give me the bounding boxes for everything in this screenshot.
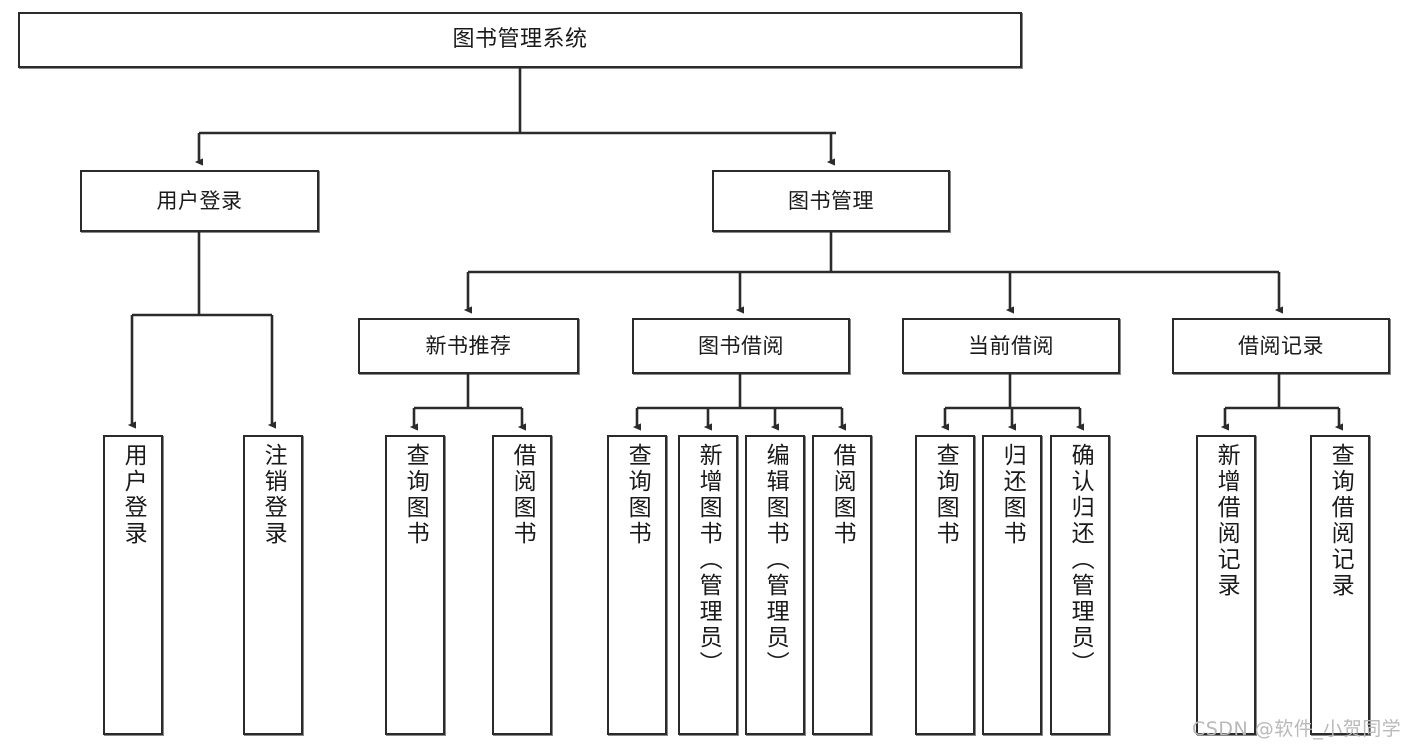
leaf-borrow-books-new-book[interactable]: 借阅图书 — [492, 435, 552, 735]
node-label: 查询图书 — [624, 443, 651, 547]
node-label: 图书管理系统 — [452, 27, 588, 53]
csdn-watermark: CSDN @软件_小贺同学 — [1192, 718, 1402, 740]
node-root-book-management-system[interactable]: 图书管理系统 — [18, 12, 1022, 68]
leaf-query-books-new-book[interactable]: 查询图书 — [385, 435, 445, 735]
leaf-edit-book-admin[interactable]: 编辑图书（管理员） — [745, 435, 805, 735]
node-label: 确认归还（管理员） — [1067, 443, 1094, 677]
node-label: 新增图书（管理员） — [695, 443, 722, 677]
leaf-borrow-books-borrowing[interactable]: 借阅图书 — [812, 435, 872, 735]
node-label: 新增借阅记录 — [1213, 443, 1240, 599]
leaf-return-books[interactable]: 归还图书 — [982, 435, 1042, 735]
leaf-confirm-return-admin[interactable]: 确认归还（管理员） — [1050, 435, 1110, 735]
node-label: 用户登录 — [120, 443, 147, 547]
node-label: 当前借阅 — [968, 333, 1054, 358]
node-label: 借阅图书 — [509, 443, 536, 547]
leaf-query-borrow-record[interactable]: 查询借阅记录 — [1310, 435, 1370, 735]
node-borrow-records[interactable]: 借阅记录 — [1172, 318, 1390, 374]
node-label: 查询借阅记录 — [1327, 443, 1354, 599]
leaf-add-borrow-record[interactable]: 新增借阅记录 — [1196, 435, 1256, 735]
node-label: 新书推荐 — [425, 333, 512, 358]
leaf-user-login[interactable]: 用户登录 — [103, 435, 163, 735]
node-label: 注销登录 — [260, 443, 287, 547]
node-book-borrowing[interactable]: 图书借阅 — [632, 318, 850, 374]
node-new-book-recommendation[interactable]: 新书推荐 — [358, 318, 579, 374]
leaf-query-books-current[interactable]: 查询图书 — [915, 435, 975, 735]
node-label: 查询图书 — [402, 443, 429, 547]
node-label: 借阅图书 — [829, 443, 856, 547]
leaf-query-books-borrowing[interactable]: 查询图书 — [607, 435, 667, 735]
node-label: 图书借阅 — [698, 333, 784, 358]
node-user-login[interactable]: 用户登录 — [80, 170, 319, 232]
node-label: 借阅记录 — [1238, 333, 1324, 358]
leaf-logout-login[interactable]: 注销登录 — [243, 435, 303, 735]
node-label: 归还图书 — [999, 443, 1026, 547]
node-label: 编辑图书（管理员） — [762, 443, 789, 677]
node-label: 用户登录 — [156, 188, 243, 213]
node-label: 查询图书 — [932, 443, 959, 547]
node-current-borrowing[interactable]: 当前借阅 — [902, 318, 1120, 374]
leaf-add-book-admin[interactable]: 新增图书（管理员） — [678, 435, 738, 735]
node-book-management[interactable]: 图书管理 — [712, 170, 950, 232]
node-label: 图书管理 — [788, 188, 874, 213]
